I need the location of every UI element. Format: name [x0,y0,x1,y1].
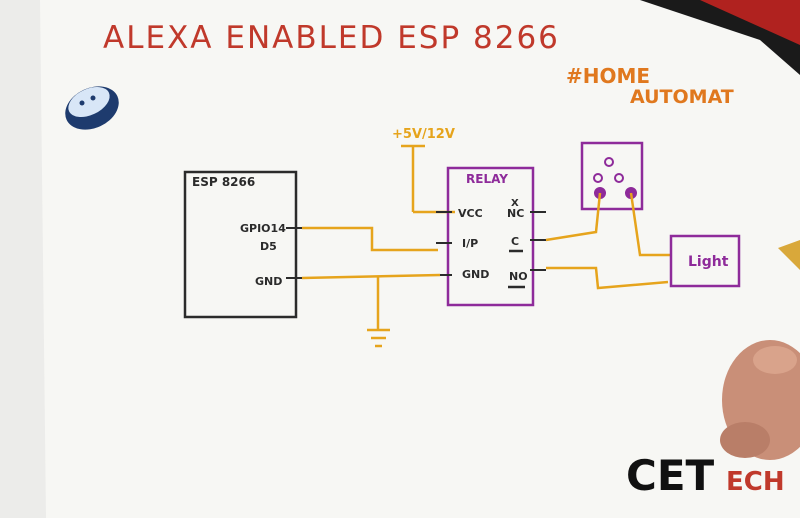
relay-c-to-socket-wire [545,192,602,242]
esp8266-module [183,170,298,319]
power-socket [580,141,644,211]
gnd-wire [301,273,441,280]
gpio14-label: GPIO14 [240,222,286,235]
esp-gnd-label: GND [255,275,282,288]
relay-vcc-label: VCC [458,207,483,220]
hand-photo-region [720,340,800,460]
esp8266-label: ESP 8266 [192,175,255,189]
brand-part2: ECH [726,467,785,497]
relay-right-pins [530,211,546,271]
relay-c-label: C [511,235,519,248]
light-load [669,234,741,288]
pen-case-red [700,0,800,45]
paper-left-edge [0,0,46,518]
echo-dot-icon [65,86,119,130]
relay-ip-label: I/P [462,237,478,250]
hashtag-line2: AUTOMAT [630,86,734,108]
light-label: Light [688,254,729,270]
power-supply-label: +5V/12V [392,127,455,142]
diagram-title: ALEXA ENABLED ESP 8266 [103,20,560,56]
relay-no-label: NO [509,270,528,283]
relay-nc-label: NC [507,207,524,220]
d5-label: D5 [260,240,277,253]
relay-nc-mark: X [511,198,519,209]
relay-no-to-light-wire [546,266,669,290]
relay-gnd-label: GND [462,268,489,281]
signal-wire [302,226,438,252]
relay-module [446,166,535,307]
marker-tip [778,240,800,270]
esp-pins [286,227,302,279]
ground-symbol [367,328,390,348]
relay-label: RELAY [466,172,508,186]
socket-to-light-wire [629,192,672,257]
brand-part1: CET [626,451,715,500]
hashtag-line1: #HOME [566,64,650,88]
